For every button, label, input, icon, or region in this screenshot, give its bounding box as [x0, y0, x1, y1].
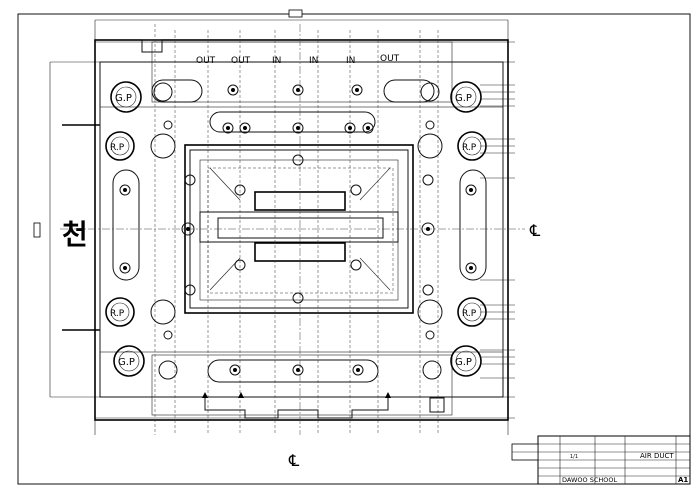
- rp-label-bottom-left: R.P: [110, 309, 125, 319]
- sheet-size: A1: [678, 476, 688, 484]
- gp-label-top-left: G.P: [115, 93, 132, 104]
- mold-plate: [94, 39, 509, 421]
- port-out-2: OUT: [231, 56, 251, 66]
- centerline-symbol-right: ℄: [529, 221, 541, 240]
- top-marker: [288, 9, 303, 18]
- gp-label-bottom-right: G.P: [455, 357, 472, 368]
- port-in-2: IN: [309, 56, 318, 66]
- port-out-1: OUT: [196, 56, 216, 66]
- right-leaders: [480, 84, 515, 379]
- title-block: [511, 435, 691, 485]
- drawing-scale: 1/1: [570, 454, 578, 460]
- center-lines: [60, 24, 525, 435]
- school-name: DAWOO SCHOOL: [562, 476, 617, 484]
- port-in-1: IN: [272, 56, 281, 66]
- top-side-mark: 천: [62, 218, 88, 251]
- gp-label-bottom-left: G.P: [118, 357, 135, 368]
- port-out-3: OUT: [380, 54, 400, 64]
- hidden-lines: [154, 24, 439, 435]
- rp-label-top-right: R.P: [462, 143, 477, 153]
- gp-label-top-right: G.P: [455, 93, 472, 104]
- bolt-holes: [119, 84, 477, 376]
- left-marker: [33, 222, 41, 238]
- bottom-feature: [202, 392, 445, 419]
- rp-label-bottom-right: R.P: [462, 309, 477, 319]
- rp-label-top-left: R.P: [110, 143, 125, 153]
- product-name: AIR DUCT: [640, 452, 674, 460]
- port-in-3: IN: [346, 56, 355, 66]
- centerline-symbol-bottom: ℄: [288, 451, 300, 470]
- sheet-border: [17, 13, 691, 485]
